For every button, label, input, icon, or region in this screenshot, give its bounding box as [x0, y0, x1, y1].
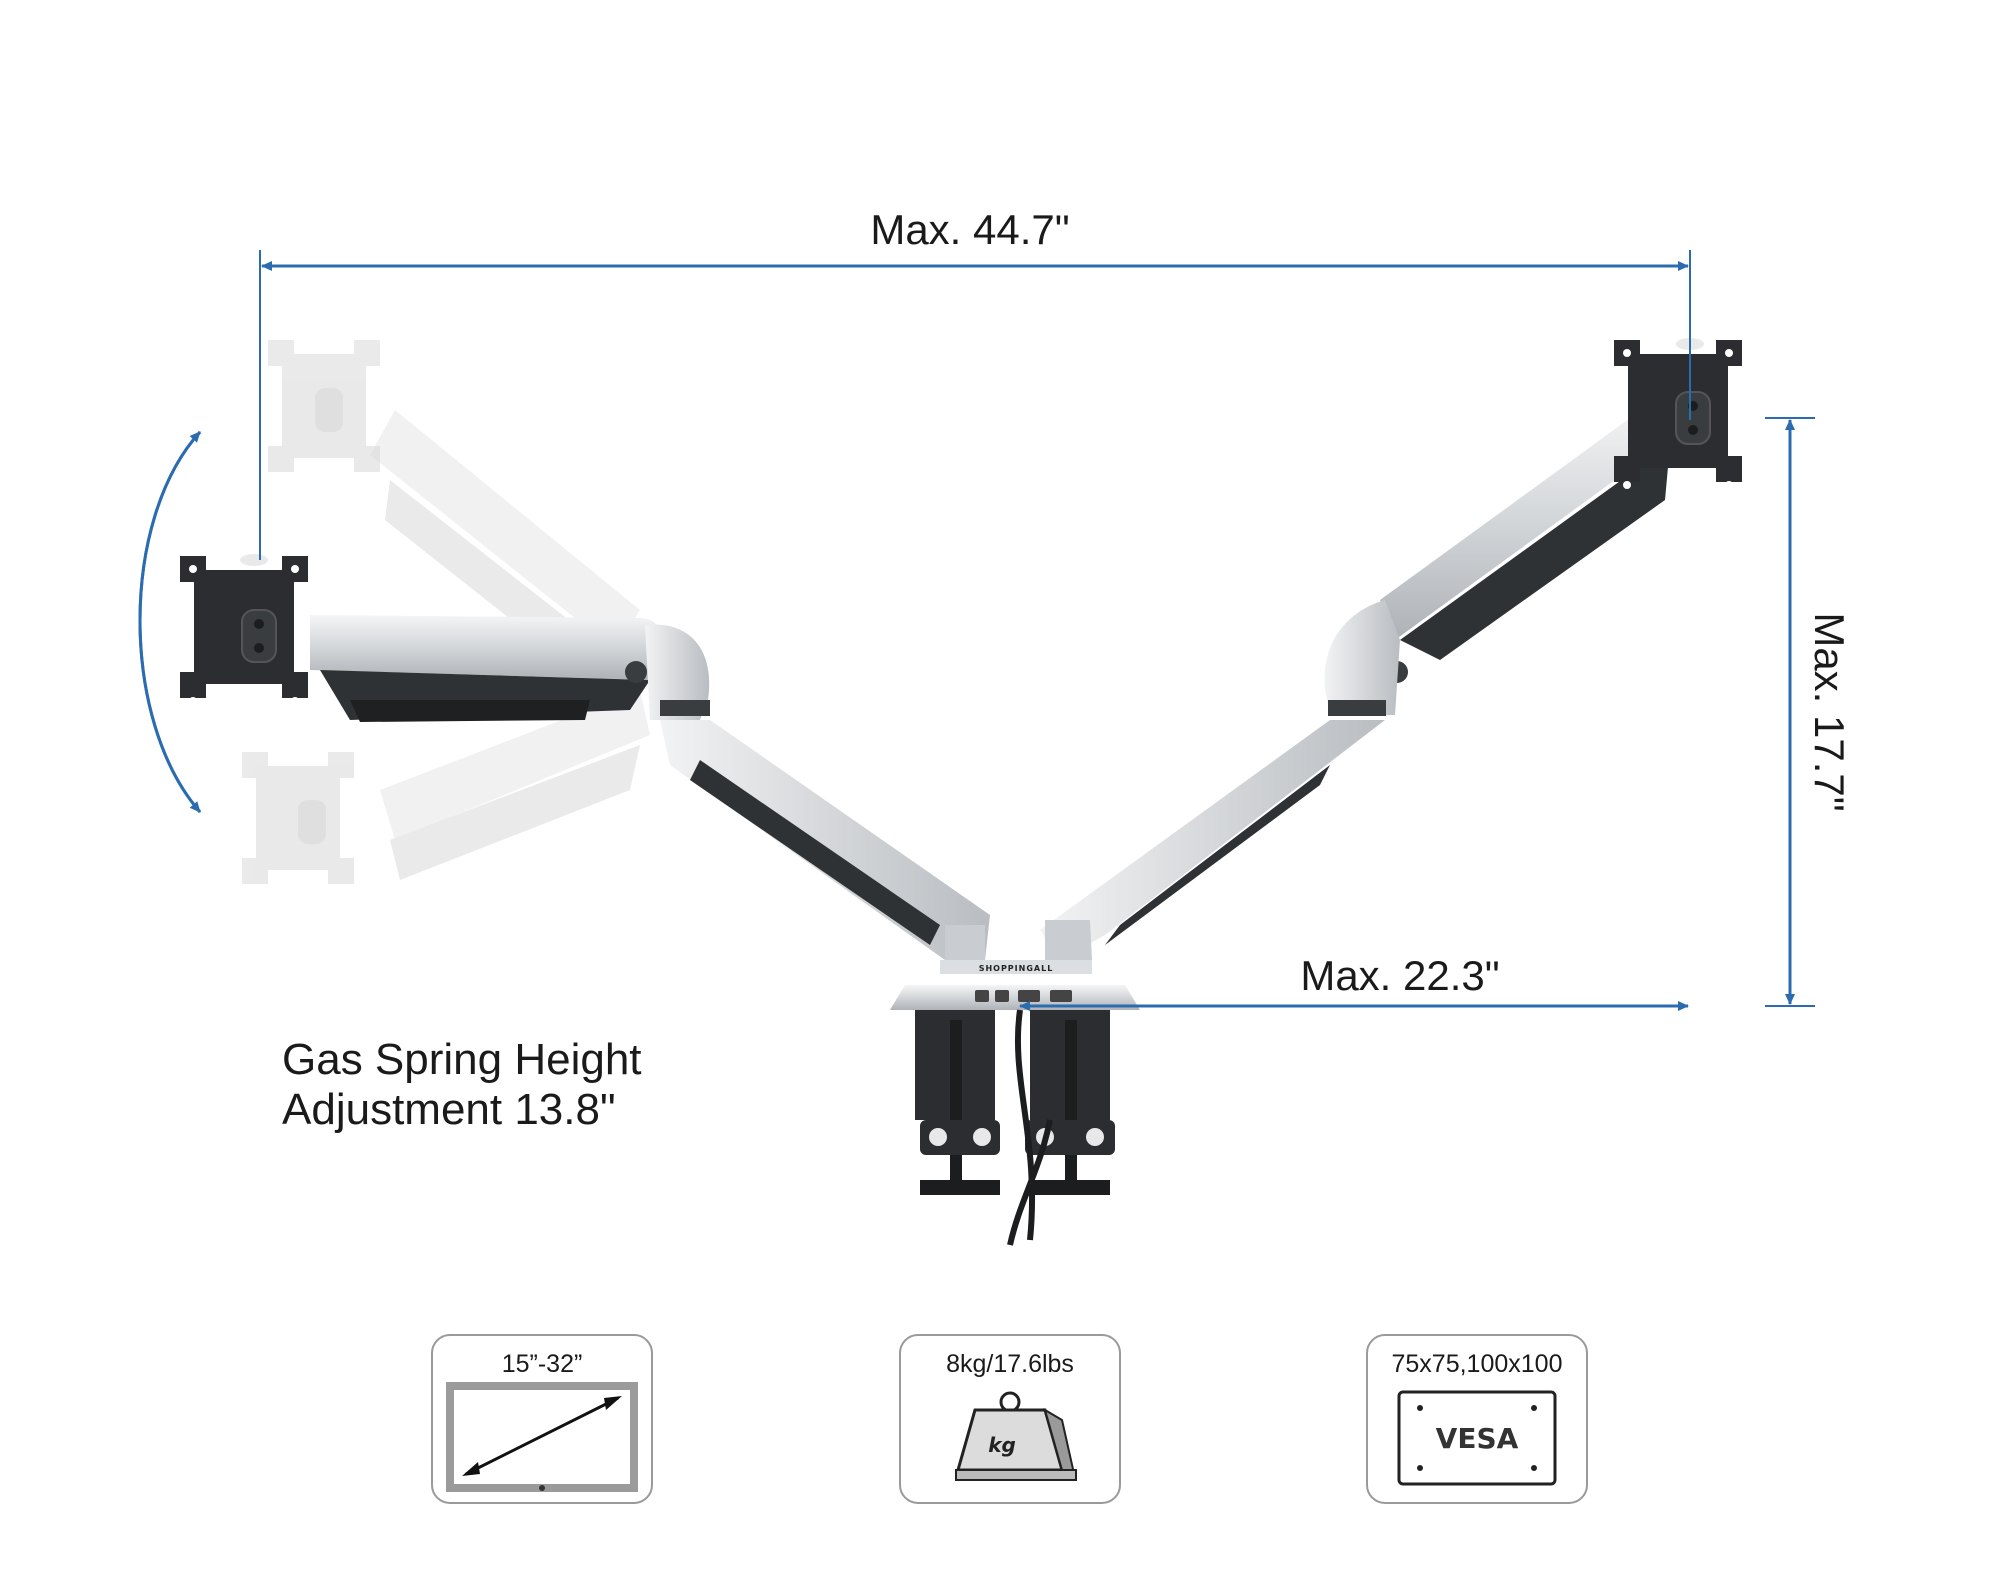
left-vesa-plate — [180, 554, 308, 705]
brand-logo-text: SHOPPINGALL — [979, 964, 1054, 973]
spec-box-weight: 8kg/17.6lbs kg — [899, 1334, 1121, 1504]
monitor-diagonal-icon — [446, 1382, 638, 1492]
vesa-pattern-label: 75x75,100x100 — [1392, 1350, 1563, 1378]
right-arm — [1040, 400, 1670, 960]
max-height-label: Max. 17.7" — [1806, 612, 1853, 811]
desk-clamp-base: SHOPPINGALL — [890, 960, 1140, 1246]
weight-kg-icon: kg — [955, 1391, 1077, 1481]
weight-capacity-label: 8kg/17.6lbs — [946, 1350, 1074, 1378]
screen-size-label: 15”-32” — [502, 1350, 583, 1378]
width-dimension: Max. 44.7" — [259, 206, 1691, 560]
gas-spring-feature-line1: Gas Spring Height — [282, 1035, 642, 1084]
spec-box-vesa: 75x75,100x100 VESA — [1366, 1334, 1588, 1504]
ghost-vesa-plate-lower — [242, 752, 354, 884]
extension-dimension: Max. 22.3" — [1019, 952, 1689, 1011]
height-dimension: Max. 17.7" — [1765, 417, 1853, 1007]
vesa-plate-icon: VESA — [1397, 1390, 1557, 1486]
tilt-rotation-arc — [138, 430, 202, 813]
ghost-vesa-plate-upper — [268, 340, 380, 472]
ghost-arm-lower — [380, 690, 650, 880]
weight-icon-text: kg — [988, 1433, 1016, 1457]
right-vesa-plate — [1614, 338, 1742, 489]
max-width-label: Max. 44.7" — [870, 206, 1069, 253]
left-arm — [310, 615, 990, 960]
spec-box-screen-size: 15”-32” — [431, 1334, 653, 1504]
gas-spring-feature-line2: Adjustment 13.8" — [282, 1085, 616, 1134]
max-extension-label: Max. 22.3" — [1300, 952, 1499, 999]
vesa-icon-text: VESA — [1436, 1422, 1519, 1455]
